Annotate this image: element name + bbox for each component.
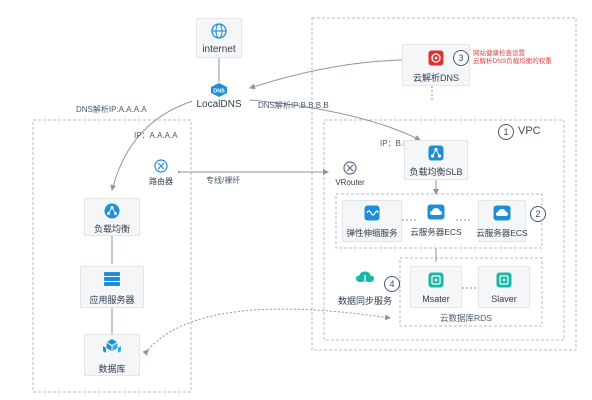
database-label: 数据库 xyxy=(98,364,126,374)
slave-node[interactable]: Slaver xyxy=(478,266,530,308)
marker-2: 2 xyxy=(530,206,546,222)
globe-icon xyxy=(211,23,227,39)
data-sync-label: 数据同步服务 xyxy=(337,296,392,306)
server-icon xyxy=(104,272,120,286)
data-sync-icon xyxy=(356,271,374,285)
elastic-scaling-icon xyxy=(364,205,380,221)
database-icon xyxy=(103,339,121,353)
cloud-region xyxy=(311,17,577,351)
cloud-dns-label: 云解析DNS xyxy=(412,73,459,83)
app-server-label: 应用服务器 xyxy=(89,295,135,305)
ecs-group xyxy=(335,193,543,249)
elastic-scaling-label: 弹性伸缩服务 xyxy=(346,228,398,238)
master-label: Msater xyxy=(422,294,450,304)
database-master-icon xyxy=(428,272,444,288)
router-label: 路由器 xyxy=(149,177,173,186)
cloud-dns-icon xyxy=(428,50,444,66)
dns-resolve-right: DNS解析IP:B.B.B.B xyxy=(258,101,329,110)
rds-label: 云数据库RDS xyxy=(440,313,492,323)
health-note-1: 网站健康检查设置 xyxy=(473,50,525,57)
dns-icon: DNS xyxy=(211,83,227,97)
slb-node[interactable]: 负载均衡SLB xyxy=(404,140,468,180)
ecs-node-2[interactable]: 云服务器ECS xyxy=(476,200,528,242)
rds-group xyxy=(399,257,543,327)
vrouter-icon xyxy=(343,161,357,175)
localdns-label: LocalDNS xyxy=(196,99,242,110)
svg-text:DNS: DNS xyxy=(213,89,225,95)
master-node[interactable]: Msater xyxy=(410,266,462,308)
ip-left: IP：A.A.A.A xyxy=(134,131,178,140)
data-sync-node[interactable]: 数据同步服务 xyxy=(338,268,392,306)
left-lb-node[interactable]: 负载均衡 xyxy=(84,198,140,236)
marker-4: 4 xyxy=(384,276,400,292)
ecs-label-1: 云服务器ECS xyxy=(410,227,462,237)
database-node[interactable]: 数据库 xyxy=(84,334,140,376)
marker-1: 1 xyxy=(498,124,514,140)
vpc-label: VPC xyxy=(518,125,541,137)
database-slave-icon xyxy=(496,272,512,288)
router-icon xyxy=(154,159,168,173)
slb-label: 负载均衡SLB xyxy=(409,167,463,177)
load-balancer-icon xyxy=(428,145,444,161)
ecs-label-2: 云服务器ECS xyxy=(476,228,528,238)
slave-label: Slaver xyxy=(491,294,517,304)
ip-right: IP：B.B.B.B xyxy=(380,139,424,148)
dns-resolve-left: DNS解析IP:A.A.A.A xyxy=(76,105,147,114)
ecs-node-1[interactable]: 云服务器ECS xyxy=(410,200,462,242)
internet-label: internet xyxy=(202,44,236,55)
marker-3: 3 xyxy=(453,50,469,66)
vrouter-label: VRouter xyxy=(335,178,365,187)
dedicated-line-label: 专线/裸纤 xyxy=(206,176,241,185)
vpc-region xyxy=(323,119,565,341)
cloud-server-icon xyxy=(493,205,511,221)
left-lb-label: 负载均衡 xyxy=(93,224,130,234)
elastic-scaling-node[interactable]: 弹性伸缩服务 xyxy=(342,200,402,242)
router-node[interactable]: 路由器 xyxy=(144,158,178,188)
app-server-node[interactable]: 应用服务器 xyxy=(80,266,144,308)
cloud-server-icon xyxy=(427,204,445,220)
health-note-2: 云解析DNS负载均衡的权重 xyxy=(473,58,552,65)
localdns-node[interactable]: DNS LocalDNS xyxy=(192,82,246,112)
load-balancer-icon xyxy=(104,203,120,219)
internet-node[interactable]: internet xyxy=(196,18,242,58)
vrouter-node[interactable]: VRouter xyxy=(330,160,370,190)
